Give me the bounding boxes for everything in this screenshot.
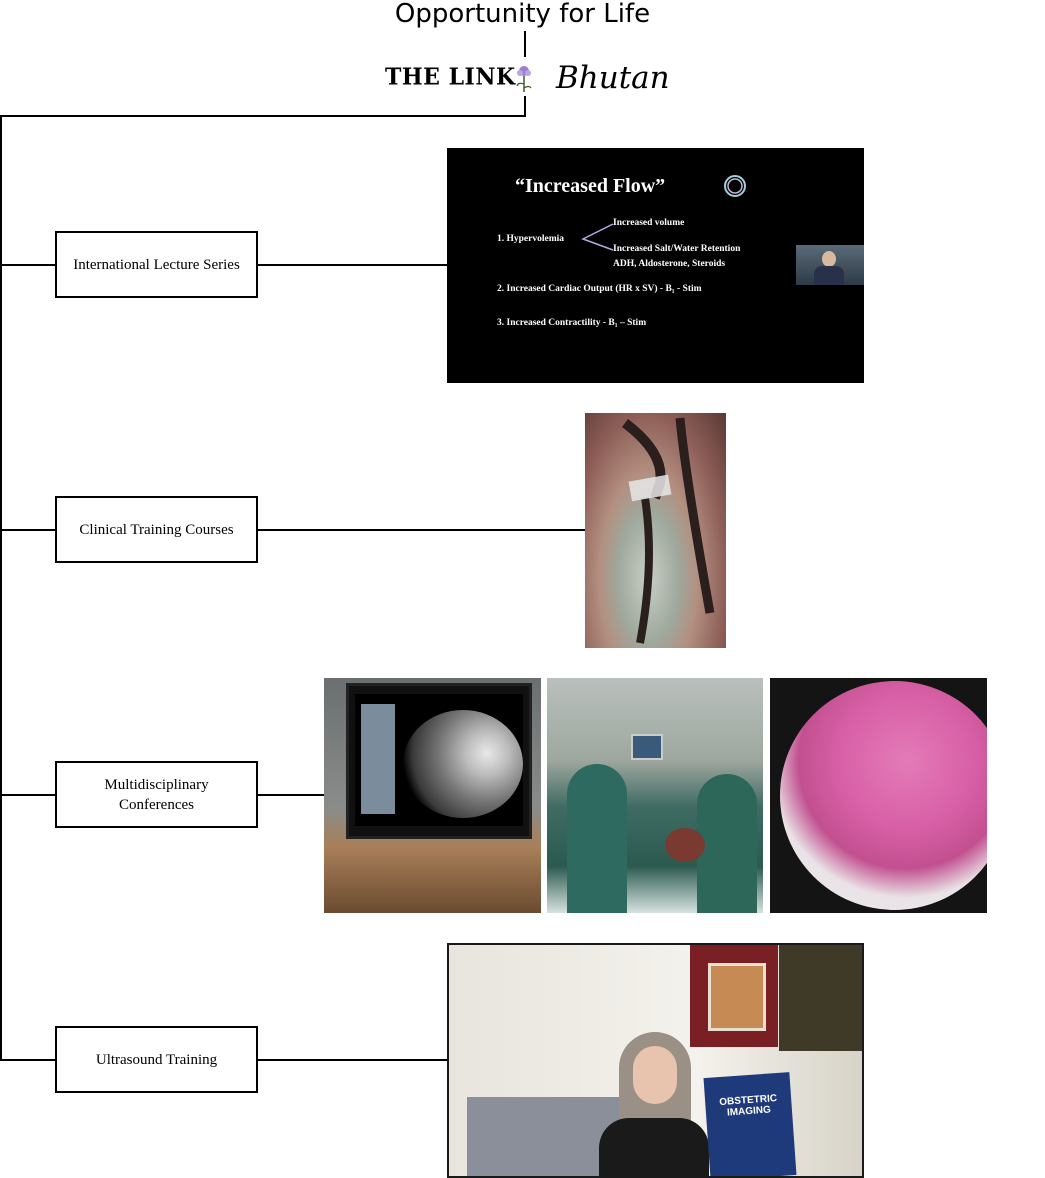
viewer-sidebar	[361, 704, 395, 814]
or-monitor	[631, 734, 663, 760]
monitor	[346, 683, 532, 839]
program-box-conferences: Multidisciplinary Conferences	[55, 761, 258, 828]
slide-branch-b: Increased Salt/Water Retention	[613, 244, 741, 254]
slide-branch-b2: ADH, Aldosterone, Steroids	[613, 259, 726, 269]
branch-lecture	[0, 264, 57, 266]
program-label: Clinical Training Courses	[79, 521, 234, 538]
obstetric-imaging-book: OBSTETRIC IMAGING	[703, 1072, 797, 1176]
program-label: International Lecture Series	[73, 256, 240, 273]
slide-item-2: 2. Increased Cardiac Output (HR x SV) - …	[497, 284, 702, 294]
monitor-screen	[355, 694, 523, 826]
wall-tapestry	[779, 945, 862, 1051]
connector-conference-image	[258, 794, 324, 796]
branch-conferences	[0, 794, 57, 796]
presenter-torso	[599, 1118, 709, 1176]
operating-room-photo	[547, 678, 763, 913]
connector-clinical-image	[258, 529, 585, 531]
speaker-webcam-thumbnail	[796, 245, 864, 285]
speaker-head	[822, 251, 836, 267]
surgical-specimen	[665, 828, 705, 862]
wall-painting	[690, 945, 778, 1047]
branch-clinical	[0, 529, 57, 531]
program-label: Ultrasound Training	[95, 1051, 218, 1068]
slide-item-3: 3. Increased Contractility - B₁ – Stim	[497, 318, 647, 328]
presenter	[599, 1032, 709, 1176]
ultrasound-training-video-still: OBSTETRIC IMAGING	[447, 943, 864, 1178]
connector-ultrasound-image	[258, 1059, 447, 1061]
presenter-face	[633, 1046, 677, 1104]
logo-bhutan-text: Bhutan	[556, 60, 670, 96]
main-vertical-trunk	[0, 115, 2, 1061]
branch-ultrasound	[0, 1059, 57, 1061]
program-label: Multidisciplinary Conferences	[104, 776, 209, 813]
book-title: OBSTETRIC IMAGING	[718, 1093, 778, 1119]
logo-connector	[524, 96, 526, 117]
mri-scan	[403, 710, 523, 818]
slide-branch-a: Increased volume	[613, 218, 685, 228]
surgeon-right	[697, 774, 757, 913]
diagram-title: Opportunity for Life	[394, 0, 651, 29]
surgical-procedure-photo	[585, 413, 726, 648]
top-horizontal-connector	[0, 115, 526, 117]
speaker-body	[814, 266, 844, 285]
slide-title: “Increased Flow”	[515, 175, 666, 197]
logo-the-link-text: THE LINK	[385, 63, 516, 91]
program-box-clinical-training: Clinical Training Courses	[55, 496, 258, 563]
lecture-slide-image: “Increased Flow” 1. Hypervolemia Increas…	[447, 148, 864, 383]
surgeon-left	[567, 764, 627, 913]
program-box-lecture-series: International Lecture Series	[55, 231, 258, 298]
mri-monitor-photo	[324, 678, 541, 913]
ring-logo-icon	[724, 175, 746, 197]
microscope-field	[780, 681, 987, 910]
flower-logo-icon	[516, 66, 532, 92]
slide-item-1: 1. Hypervolemia	[497, 234, 565, 244]
surgical-retractor-graphic	[621, 417, 715, 644]
branch-arrow-icon	[581, 223, 614, 251]
title-connector	[524, 31, 526, 57]
histology-microscope-photo	[770, 678, 987, 913]
connector-lecture-image	[258, 264, 447, 266]
program-box-ultrasound: Ultrasound Training	[55, 1026, 258, 1093]
